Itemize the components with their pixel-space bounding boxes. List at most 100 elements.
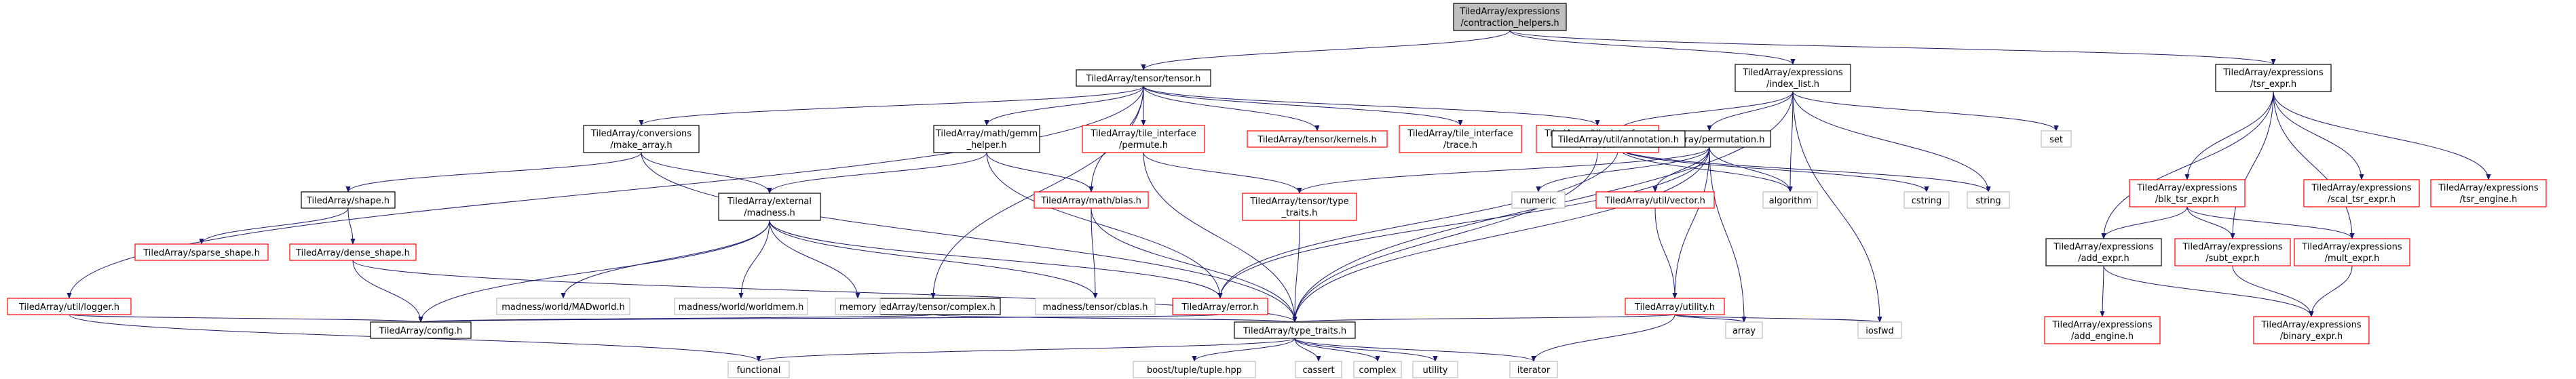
node-label-line: TiledArray/expressions [2182,242,2283,252]
edge-blas-to-type_traits [1091,207,1298,323]
node-tsr_engine[interactable]: TiledArray/expressions/tsr_engine.h [2430,179,2547,207]
node-cblas: madness/tensor/cblas.h [1035,298,1156,315]
node-box [1234,321,1356,339]
node-label-line: madness/world/worldmem.h [679,302,804,313]
edge-tensor-to-clone [1143,85,1600,126]
node-shape[interactable]: TiledArray/shape.h [301,191,396,209]
node-box [1903,191,1950,209]
node-label-line: TiledArray/expressions [1459,7,1560,17]
node-subt_expr[interactable]: TiledArray/expressions/subt_expr.h [2174,238,2291,266]
edge-make_array-to-shape [345,152,642,193]
node-add_engine[interactable]: TiledArray/expressions/add_engine.h [2044,316,2161,344]
node-complex[interactable]: TiledArray/tensor/complex.h [865,298,1001,315]
node-blk_tsr_expr[interactable]: TiledArray/expressions/blk_tsr_expr.h [2129,179,2246,207]
node-label-line: set [2049,135,2063,145]
node-box [301,191,396,209]
node-utility[interactable]: TiledArray/utility.h [1625,298,1725,315]
node-label-line: utility [1423,365,1448,376]
node-box [2303,179,2420,207]
node-trace[interactable]: TiledArray/tile_interface/trace.h [1399,125,1522,153]
node-label-line: cassert [1302,365,1334,376]
node-type_traits[interactable]: TiledArray/type_traits.h [1234,321,1356,339]
node-box [933,125,1040,153]
node-config[interactable]: TiledArray/config.h [370,321,472,339]
node-box [2045,238,2162,266]
edge-annotation-to-error [1217,146,1619,299]
node-sparse_shape[interactable]: TiledArray/sparse_shape.h [134,243,269,261]
node-box [1725,321,1763,339]
node-box [1625,298,1725,315]
node-label-line: TiledArray/tile_interface [1090,129,1196,139]
edge-blk_tsr_expr-to-mult_expr [2186,206,2355,239]
node-make_array[interactable]: TiledArray/conversions/make_array.h [583,125,700,153]
node-box [1399,125,1522,153]
node-worldmem: madness/world/worldmem.h [674,298,808,315]
node-label-line: string [1975,196,2001,206]
node-memory: memory [835,298,881,315]
node-madness[interactable]: TiledArray/external/madness.h [718,193,821,221]
edge-tsr_expr-to-tsr_engine [2273,91,2491,180]
node-label-line: /scal_tsr_expr.h [2328,195,2395,205]
node-box [2430,179,2547,207]
edge-annotation-to-cstring [1618,146,1929,193]
node-permute[interactable]: TiledArray/tile_interface/permute.h [1082,125,1205,153]
node-label-line: TiledArray/math/gemm [935,129,1038,139]
edge-permutation-to-type_traits [1292,146,1710,323]
node-label-line: algorithm [1769,196,1812,206]
node-functional: functional [727,361,790,378]
node-box [1295,361,1342,378]
node-box [2294,238,2410,266]
node-blas[interactable]: TiledArray/math/blas.h [1034,191,1149,209]
node-cstring: cstring [1903,191,1950,209]
node-label-line: TiledArray/util/vector.h [1604,196,1705,206]
node-box [1762,191,1818,209]
node-error[interactable]: TiledArray/error.h [1172,298,1268,315]
node-label-line: /add_expr.h [2078,254,2129,264]
node-box [835,298,881,315]
edge-tensor-to-gemm_helper [984,85,1144,126]
edge-make_array-to-type_traits [641,152,1298,323]
edge-complex-to-type_traits [932,314,1297,323]
node-vector[interactable]: TiledArray/util/vector.h [1595,191,1715,209]
edge-madness-to-memory [769,220,860,299]
node-label-line: memory [839,302,877,313]
node-box [1453,3,1567,31]
edge-clone-to-type_traits [1292,152,1598,323]
edge-tsr_expr-to-blk_tsr_expr [2184,91,2274,180]
node-mult_expr[interactable]: TiledArray/expressions/mult_expr.h [2294,238,2410,266]
edge-shape-to-sparse_shape [199,207,349,245]
edge-tsr_expr-to-add_expr [2101,91,2274,239]
edge-add_expr-to-add_engine [2100,265,2105,317]
node-tsr_expr[interactable]: TiledArray/expressions/tsr_expr.h [2215,64,2332,92]
node-binary_expr[interactable]: TiledArray/expressions/binary_expr.h [2253,316,2370,344]
node-box [1353,361,1402,378]
node-dense_shape[interactable]: TiledArray/dense_shape.h [289,243,417,261]
node-label-line: TiledArray/tensor/kernels.h [1257,135,1376,145]
node-string: string [1967,191,2010,209]
node-label-line: /madness.h [744,208,795,218]
node-annotation[interactable]: TiledArray/util/annotation.h [1551,130,1686,148]
node-scal_tsr_expr[interactable]: TiledArray/expressions/scal_tsr_expr.h [2303,179,2420,207]
node-label-line: array [1732,326,1756,336]
edge-logger-to-config [69,314,423,323]
node-kernels[interactable]: TiledArray/tensor/kernels.h [1247,130,1388,148]
node-gemm_helper[interactable]: TiledArray/math/gemm_helper.h [933,125,1040,153]
node-tensor[interactable]: TiledArray/tensor/tensor.h [1076,69,1211,87]
node-label-line: iosfwd [1865,326,1894,336]
node-box [2044,316,2161,344]
node-box [134,243,269,261]
node-label-line: TiledArray/expressions [2438,183,2539,193]
node-tensor_type_traits[interactable]: TiledArray/tensor/type_traits.h [1242,193,1357,221]
node-numeric: numeric [1511,191,1566,209]
node-label-line: cstring [1912,196,1942,206]
node-index_list[interactable]: TiledArray/expressions/index_list.h [1735,64,1851,92]
node-label-line: TiledArray/expressions [1742,68,1843,78]
node-label-line: /contraction_helpers.h [1460,18,1559,28]
node-logger[interactable]: TiledArray/util/logger.h [7,298,132,315]
edge-type_traits-to-functional [756,338,1295,362]
node-box [1412,361,1458,378]
node-label-line: /index_list.h [1766,79,1819,89]
edge-permutation-to-numeric [1536,146,1710,193]
node-contraction_helpers[interactable]: TiledArray/expressions/contraction_helpe… [1453,3,1567,31]
node-add_expr[interactable]: TiledArray/expressions/add_expr.h [2045,238,2162,266]
